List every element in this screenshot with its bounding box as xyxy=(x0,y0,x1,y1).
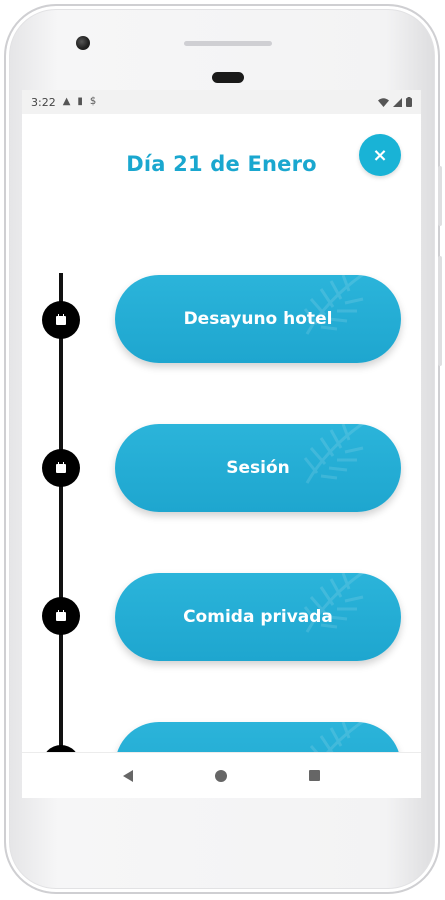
power-button xyxy=(438,166,442,226)
speaker-grille xyxy=(184,41,272,46)
status-bar: 3:22 ▲ ▮ $ xyxy=(22,90,421,114)
timeline-marker xyxy=(42,597,80,635)
wifi-icon xyxy=(378,97,389,107)
palm-leaf-decoration xyxy=(303,275,365,335)
front-camera xyxy=(76,36,90,50)
event-button[interactable]: Desayuno hotel xyxy=(115,275,401,363)
calendar-icon xyxy=(56,461,66,473)
calendar-icon xyxy=(56,313,66,325)
sim-card-icon: ▮ xyxy=(77,96,83,107)
event-button[interactable]: Sesión xyxy=(115,424,401,512)
timeline-marker xyxy=(42,301,80,339)
timeline-line xyxy=(59,273,63,763)
palm-leaf-decoration xyxy=(303,573,365,633)
event-button[interactable]: Comida privada xyxy=(115,573,401,661)
back-triangle-icon[interactable] xyxy=(123,769,133,782)
volume-button xyxy=(438,256,442,366)
event-label: Sesión xyxy=(226,458,290,478)
palm-leaf-decoration xyxy=(303,424,365,484)
event-label: Comida privada xyxy=(183,607,333,627)
data-saver-icon: $ xyxy=(89,96,97,107)
close-icon: × xyxy=(372,144,388,166)
signal-icon xyxy=(393,97,402,107)
timeline-marker xyxy=(42,449,80,487)
home-circle-icon[interactable] xyxy=(215,769,227,782)
android-nav-bar xyxy=(22,752,421,798)
proximity-sensor xyxy=(212,72,244,83)
event-label: Desayuno hotel xyxy=(183,309,333,329)
notification-bell-icon: ▲ xyxy=(62,96,71,107)
page-title: Día 21 de Enero xyxy=(126,152,317,176)
battery-icon xyxy=(406,97,412,107)
close-button[interactable]: × xyxy=(359,134,401,176)
status-time: 3:22 xyxy=(31,95,56,109)
recent-apps-square-icon[interactable] xyxy=(309,770,320,781)
app-screen: 3:22 ▲ ▮ $ Día 21 de Enero × Desayuno ho… xyxy=(22,90,421,798)
calendar-icon xyxy=(56,609,66,621)
